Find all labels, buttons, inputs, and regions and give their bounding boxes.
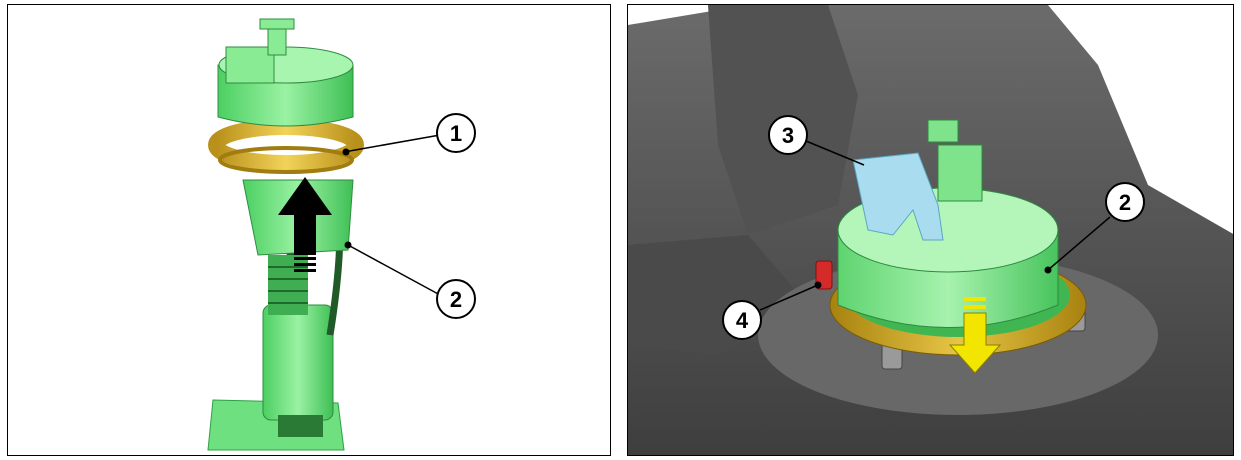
fuel-tank-illustration: 3 2 4 [628, 5, 1233, 455]
callout-1: 1 [436, 113, 476, 153]
seal-ring [208, 119, 364, 171]
callout-3: 3 [768, 115, 808, 155]
leader-line-4 [759, 284, 819, 311]
callout-4-label: 4 [736, 308, 749, 333]
pump-canister [262, 304, 334, 421]
fuel-pump-illustration: 1 2 [207, 18, 476, 451]
blue-retaining-clip [852, 152, 944, 241]
left-diagram-panel: 1 2 [7, 4, 611, 456]
install-direction-arrow [278, 177, 332, 272]
callout-2-label: 2 [450, 287, 462, 312]
right-diagram-panel: 3 2 4 [627, 4, 1234, 456]
callout-2-right-label: 2 [1119, 190, 1131, 215]
callout-4: 4 [722, 300, 762, 340]
leader-line-2 [347, 244, 441, 296]
leader-line-1 [343, 134, 441, 153]
callout-3-label: 3 [782, 123, 794, 148]
red-alignment-marker [815, 260, 833, 290]
leader-line-2b [1047, 216, 1111, 271]
rotation-direction-arrow [948, 297, 1002, 374]
leader-line-3 [805, 140, 865, 166]
pump-connector [225, 46, 275, 84]
callout-1-label: 1 [450, 121, 462, 146]
callout-2: 2 [436, 279, 476, 319]
callout-2-right: 2 [1105, 182, 1145, 222]
